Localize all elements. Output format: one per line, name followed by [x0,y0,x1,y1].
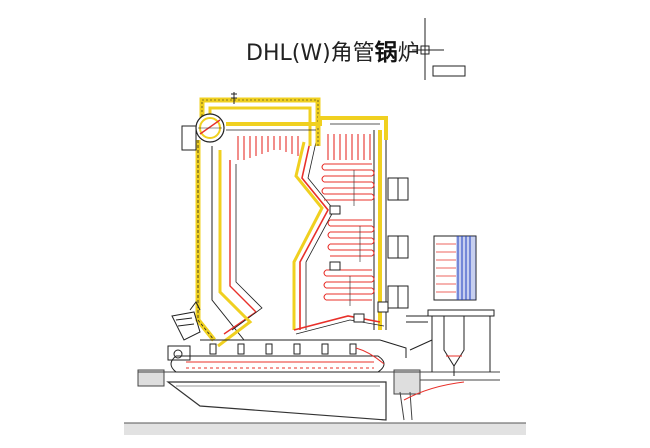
furnace-walls [195,130,387,348]
ground-foundation [124,369,526,435]
access-doors [329,177,409,323]
crosshair-icon [412,18,466,80]
economizer-tower [409,235,495,376]
title-prefix: DHL(W)角管 [246,41,375,66]
front-tube-panel [237,136,299,160]
drawing-title: DHL(W)角管锅炉 [246,39,420,66]
title-bold-char: 锅 [375,39,398,66]
coal-hopper [167,301,201,361]
chain-grate [170,339,407,373]
steam-drum [181,113,225,151]
flue-duct [406,315,428,323]
serpentine-coils [321,163,375,306]
title-suffix: 炉 [398,41,420,66]
rear-tube-panel [327,134,371,160]
svg-text:DHL(W)角管锅炉: DHL(W)角管锅炉 [246,39,420,66]
